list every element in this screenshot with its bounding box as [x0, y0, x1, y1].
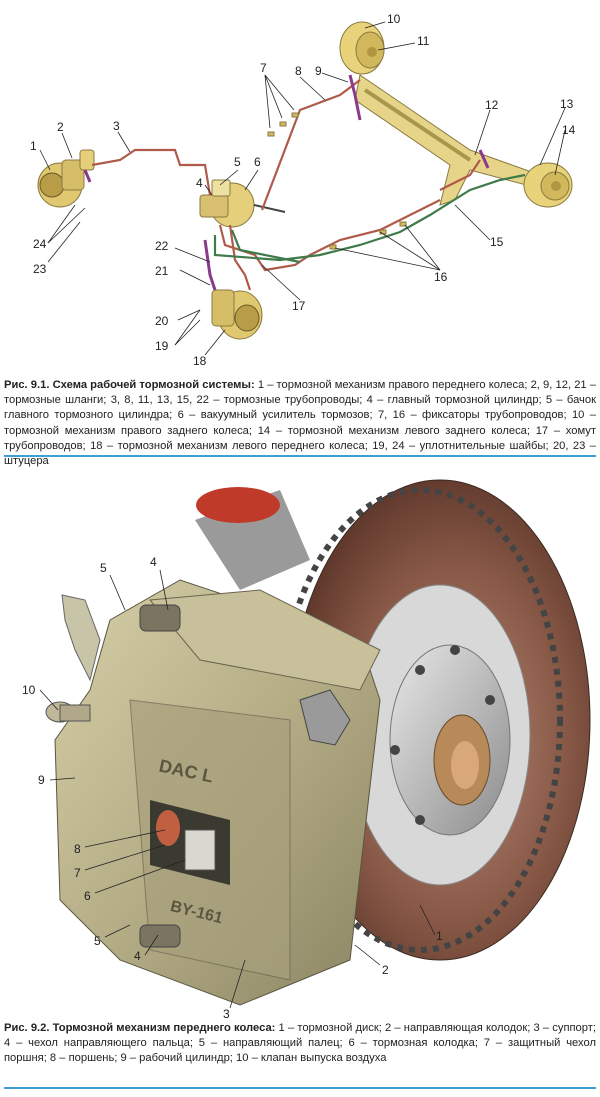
- callout-24: 24: [33, 237, 47, 251]
- callout-2-5-bottom: 5: [94, 934, 101, 948]
- callout-2-3: 3: [223, 1007, 230, 1021]
- callout-23: 23: [33, 262, 47, 276]
- steering-knuckle-cylinder: [195, 487, 310, 590]
- figure-1-caption: Рис. 9.1. Схема рабочей тормозной систем…: [4, 378, 596, 469]
- front-left-brake: [211, 289, 263, 340]
- brake-hoses: [83, 74, 490, 291]
- callout-10: 10: [387, 12, 401, 26]
- callout-2-8: 8: [74, 842, 81, 856]
- front-brake-illustration: DAC L BY-161 1 2 3 4 4 5 5 6 7 8 9 10: [22, 479, 591, 1021]
- callout-13: 13: [560, 97, 574, 111]
- callout-2-5-top: 5: [100, 561, 107, 575]
- callout-19: 19: [155, 339, 169, 353]
- callout-16: 16: [434, 270, 448, 284]
- callout-4: 4: [196, 176, 203, 190]
- front-right-brake: [37, 149, 95, 208]
- callout-2-2: 2: [382, 963, 389, 977]
- callout-leaders: [39, 21, 566, 356]
- left-rear-brake-drum: [523, 162, 573, 208]
- callout-18: 18: [193, 354, 207, 368]
- brake-disc: [277, 479, 591, 961]
- callout-2: 2: [57, 120, 64, 134]
- callout-leaders-fig2: [39, 569, 436, 1009]
- callout-2-9: 9: [38, 773, 45, 787]
- callout-22: 22: [155, 239, 169, 253]
- pipe-clips: [267, 112, 407, 250]
- divider-rule: [4, 455, 596, 457]
- callout-1: 1: [30, 139, 37, 153]
- callout-15: 15: [490, 235, 504, 249]
- figure-2-caption-title: Рис. 9.2. Тормозной механизм переднего к…: [4, 1022, 276, 1034]
- divider-rule-bottom: [4, 1087, 596, 1089]
- callout-2-4-bottom: 4: [134, 949, 141, 963]
- callout-2-7: 7: [74, 866, 81, 880]
- callout-3: 3: [113, 119, 120, 133]
- callout-2-6: 6: [84, 889, 91, 903]
- figure-2-caption: Рис. 9.2. Тормозной механизм переднего к…: [4, 1021, 596, 1067]
- callout-numbers: 1 2 3 4 5 6 7 8 9 10 11 12 13 14 15 16 1…: [30, 12, 576, 368]
- callout-11: 11: [417, 34, 430, 48]
- callout-5: 5: [234, 155, 241, 169]
- master-cylinder-booster: [199, 179, 286, 228]
- right-rear-brake-drum: [339, 21, 385, 75]
- callout-21: 21: [155, 264, 169, 278]
- callout-2-1: 1: [436, 929, 443, 943]
- brake-pipes-green: [213, 173, 526, 264]
- callout-9: 9: [315, 64, 322, 78]
- callout-6: 6: [254, 155, 261, 169]
- brake-caliper: [45, 579, 381, 1006]
- callout-2-4-top: 4: [150, 555, 157, 569]
- callout-14: 14: [562, 123, 576, 137]
- figure-2-caption-text: 1 – тормозной диск; 2 – направляющая кол…: [4, 1022, 596, 1065]
- brake-system-scheme-illustration: 1 2 3 4 5 6 7 8 9 10 11 12 13 14 15 16 1…: [30, 12, 576, 368]
- figure-1-caption-title: Рис. 9.1. Схема рабочей тормозной систем…: [4, 379, 255, 391]
- callout-numbers-fig2: 1 2 3 4 4 5 5 6 7 8 9 10: [22, 555, 443, 1021]
- callout-12: 12: [485, 98, 499, 112]
- callout-7: 7: [260, 61, 267, 75]
- callout-20: 20: [155, 314, 169, 328]
- callout-2-10: 10: [22, 683, 36, 697]
- callout-8: 8: [295, 64, 302, 78]
- rear-axle-beam: [354, 74, 546, 206]
- callout-17: 17: [292, 299, 306, 313]
- figure-1-caption-text: 1 – тормозной механизм правого переднего…: [4, 379, 596, 468]
